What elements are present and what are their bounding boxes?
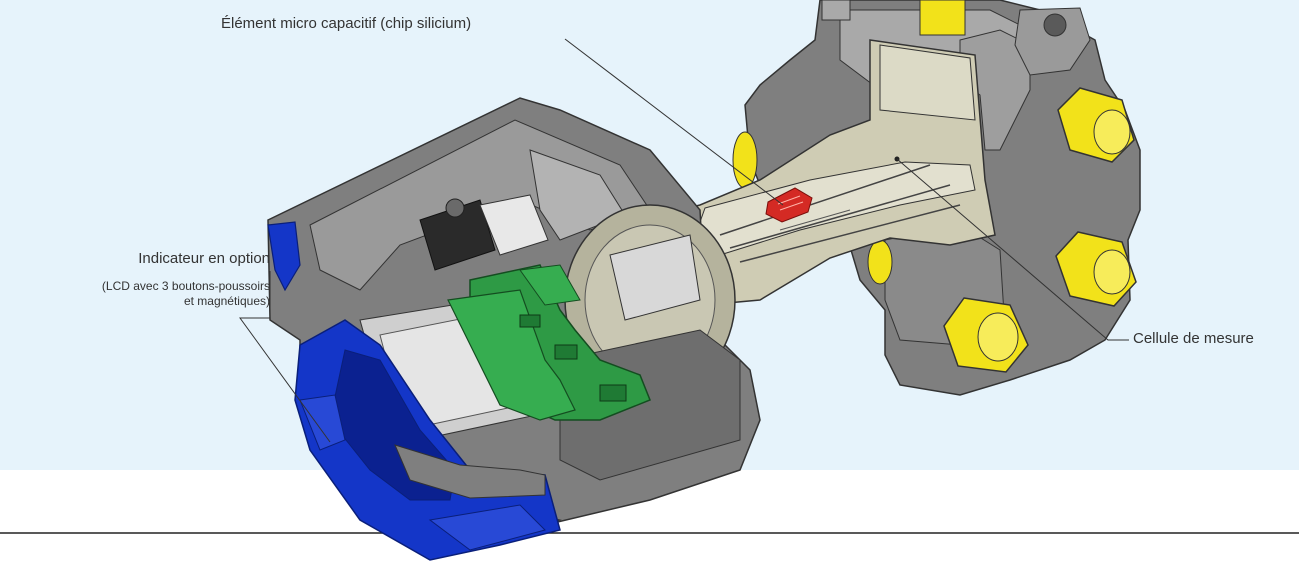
bolt-lower — [943, 297, 1029, 373]
circuit-boards — [447, 264, 651, 421]
leader-sensor-chip — [564, 38, 784, 206]
bolt-upper — [1057, 87, 1135, 163]
blue-cover — [267, 221, 561, 561]
flange-bolts — [732, 87, 1137, 373]
label-indicator-detail-1: (LCD avec 3 boutons-poussoirs — [101, 279, 270, 293]
leader-indicator — [239, 271, 331, 443]
leader-lines — [239, 38, 1129, 443]
label-measuring-cell: Cellule de mesure — [1133, 330, 1254, 347]
label-indicator-title: Indicateur en option — [138, 250, 270, 267]
sensor-chip — [765, 187, 813, 223]
leader-measuring-cell — [896, 158, 1129, 341]
label-sensor-chip: Élément micro capacitif (chip silicium) — [221, 15, 472, 32]
bolt-middle — [1055, 231, 1137, 307]
label-indicator-detail-2: et magnétiques) — [183, 294, 270, 308]
